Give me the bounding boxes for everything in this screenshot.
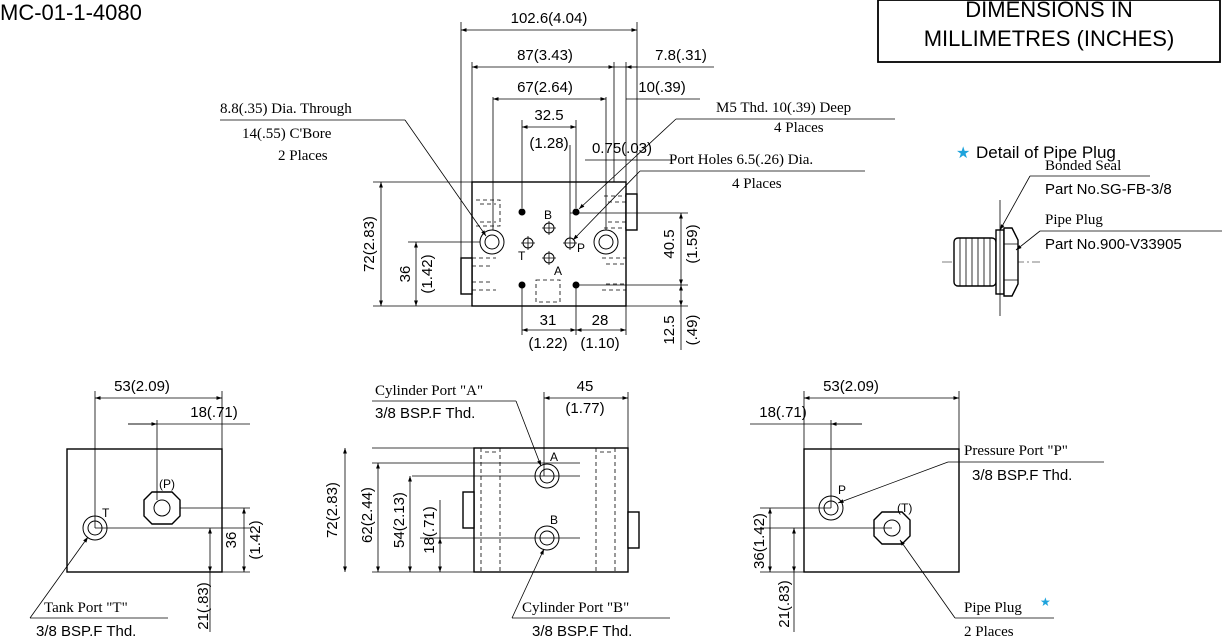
plug-part-label: Part No.900-V33905	[1045, 236, 1182, 253]
bonded-seal-label: Bonded Seal	[1045, 158, 1121, 174]
manifold-body-right	[803, 448, 960, 573]
dim-1-59: (1.59)	[684, 224, 701, 263]
label-p: P	[838, 483, 846, 497]
dim-28: 28	[592, 312, 609, 329]
pipe-plug-callout: Pipe Plug	[964, 600, 1022, 616]
dim-1-10: (1.10)	[580, 335, 619, 352]
dim-40-5: 40.5	[661, 229, 678, 258]
callout-2-places: 2 Places	[278, 148, 328, 164]
dim-1-77: (1.77)	[565, 400, 604, 417]
dim-72-height: 72(2.83)	[361, 216, 378, 272]
pressure-port-label: Pressure Port "P"	[964, 443, 1068, 459]
dim-1-28: (1.28)	[529, 135, 568, 152]
callout-port-places: 4 Places	[732, 176, 782, 192]
label-t: (T)	[897, 501, 912, 515]
dim-overall-width: 102.6(4.04)	[511, 10, 588, 27]
manifold-body-top	[471, 181, 627, 307]
dim-1-22: (1.22)	[528, 335, 567, 352]
dim-18: 18(.71)	[421, 506, 438, 554]
dim-36: 36	[397, 266, 414, 283]
port-label-b: B	[544, 208, 552, 222]
dim-18: 18(.71)	[190, 404, 238, 421]
callout-cbore: 14(.55) C'Bore	[242, 126, 332, 142]
pipe-plug-detail: ★ Detail of Pipe Plug Bonded Seal Part N…	[942, 143, 1222, 316]
manifold-body-front	[473, 447, 629, 573]
seal-part-label: Part No.SG-FB-3/8	[1045, 181, 1172, 198]
detail-heading: Detail of Pipe Plug	[976, 143, 1116, 162]
top-view: B T P A 102.6(4.04) 87(3.43) 7.8(.31) 67…	[220, 10, 895, 352]
tank-port-label: Tank Port "T"	[44, 600, 128, 616]
dim-7-8: 7.8(.31)	[655, 47, 707, 64]
port-holes	[521, 221, 577, 265]
dim-1-42: (1.42)	[247, 520, 264, 559]
left-view: T (P) 53(2.09) 18(.71) 36 (1.42) 21(.83)…	[29, 378, 264, 640]
cylinder-port-a-thread: 3/8 BSP.F Thd.	[375, 405, 475, 422]
units-line1: DIMENSIONS IN	[965, 0, 1132, 22]
dim-36: 36	[223, 532, 240, 549]
dim-62: 62(2.44)	[359, 487, 376, 543]
callout-m5-places: 4 Places	[774, 120, 824, 136]
dim-32-5: 32.5	[534, 107, 563, 124]
port-label-t: T	[518, 249, 526, 263]
dim-18: 18(.71)	[759, 404, 807, 421]
dim-0-75: 0.75(.03)	[592, 140, 652, 157]
star-icon: ★	[1040, 595, 1051, 609]
dim-1-42: (1.42)	[419, 254, 436, 293]
pipe-plug-places: 2 Places	[964, 624, 1014, 640]
callout-dia-through: 8.8(.35) Dia. Through	[220, 101, 352, 117]
star-icon: ★	[956, 145, 970, 162]
label-p: (P)	[159, 477, 175, 491]
label-b: B	[550, 513, 558, 527]
front-view: A B 45 (1.77) 72(2.83) 62(2.44) 54(2.13)…	[324, 378, 670, 640]
pressure-port-thread: 3/8 BSP.F Thd.	[972, 467, 1072, 484]
dim-45: 45	[577, 378, 594, 395]
tank-thread-label: 3/8 BSP.F Thd.	[36, 623, 136, 640]
port-label-p: P	[577, 241, 585, 255]
dim-53: 53(2.09)	[823, 378, 879, 395]
dim-72: 72(2.83)	[324, 482, 341, 538]
dim-0-49: (.49)	[684, 315, 701, 346]
label-a: A	[550, 450, 558, 464]
bolt-head-right	[625, 193, 638, 231]
cylinder-port-a-label: Cylinder Port "A"	[375, 383, 483, 399]
dim-21: 21(.83)	[195, 582, 212, 630]
dim-21: 21(.83)	[776, 580, 793, 628]
part-number: MC-01-1-4080	[0, 0, 142, 25]
dim-67: 67(2.64)	[517, 79, 573, 96]
dim-36: 36(1.42)	[751, 513, 768, 569]
dim-53: 53(2.09)	[114, 378, 170, 395]
m5-holes	[518, 208, 580, 289]
dim-10: 10(.39)	[638, 79, 686, 96]
pipe-plug-label: Pipe Plug	[1045, 212, 1103, 228]
bolt-head-left	[460, 257, 473, 295]
units-box: DIMENSIONS IN MILLIMETRES (INCHES)	[877, 0, 1221, 63]
dim-54: 54(2.13)	[391, 492, 408, 548]
label-t: T	[102, 506, 110, 520]
cylinder-port-b-thread: 3/8 BSP.F Thd.	[532, 623, 632, 640]
cylinder-port-b-label: Cylinder Port "B"	[522, 600, 629, 616]
dim-12-5: 12.5	[661, 315, 678, 344]
dim-87: 87(3.43)	[517, 47, 573, 64]
dim-31: 31	[540, 312, 557, 329]
right-view: P (T) 53(2.09) 18(.71) 36(1.42) 21(.83) …	[750, 378, 1104, 640]
units-line2: MILLIMETRES (INCHES)	[924, 26, 1175, 51]
callout-m5-thread: M5 Thd. 10(.39) Deep	[716, 100, 851, 116]
port-label-a: A	[554, 264, 562, 278]
callout-port-holes: Port Holes 6.5(.26) Dia.	[669, 152, 813, 168]
